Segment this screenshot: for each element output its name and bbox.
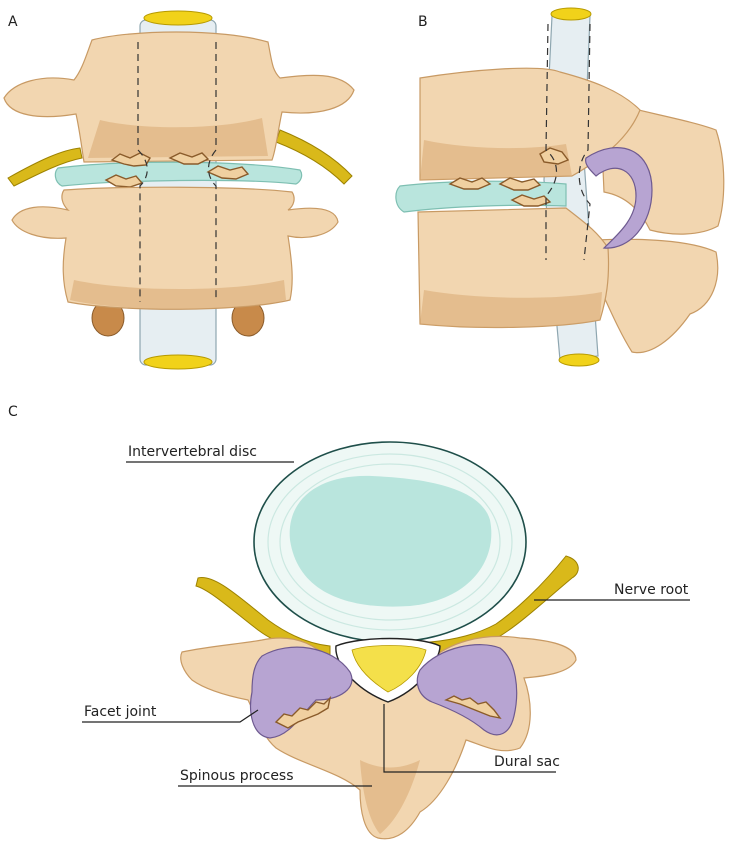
panel-a-letter: A <box>8 14 18 30</box>
label-facet-joint: Facet joint <box>84 704 157 720</box>
facet-joint-b <box>585 147 653 249</box>
nerve-root-right-a <box>275 129 353 185</box>
nerve-root-left-a <box>7 147 83 187</box>
bone-spur-a3 <box>206 165 250 180</box>
panel-c-letter: C <box>8 404 18 420</box>
canal-outline-right-a <box>207 42 217 302</box>
leader-dural-sac <box>383 704 556 773</box>
bone-spur-b3 <box>539 147 570 165</box>
canal-outline-right-b <box>578 23 591 261</box>
cord-cap-top-a <box>143 10 213 26</box>
cord-cap-bottom-a <box>143 354 213 370</box>
spinous-shade-c <box>360 760 420 834</box>
lower-vertebra-shade-a <box>70 280 286 309</box>
nerve-roots-in-sac-c <box>351 645 427 693</box>
panel-c-axial-view: C Intervertebral disc Nerve root Facet j… <box>8 404 690 840</box>
lower-vertebra-a <box>11 186 339 310</box>
nerve-root-left-c <box>195 577 331 657</box>
label-nerve-root: Nerve root <box>614 582 689 598</box>
panel-a-front-view: A <box>3 10 355 370</box>
panel-b-letter: B <box>418 14 428 30</box>
upper-vertebra-shade-a <box>88 118 268 158</box>
label-dural-sac: Dural sac <box>494 754 560 770</box>
facet-spur-left-c <box>274 695 332 729</box>
bone-spur-b2 <box>498 177 542 191</box>
upper-vertebra-a <box>3 31 355 163</box>
bone-spur-a2 <box>168 152 210 165</box>
bone-spur-b4 <box>510 194 552 207</box>
label-intervertebral-disc: Intervertebral disc <box>128 444 257 460</box>
bone-spur-a1 <box>110 152 151 167</box>
cord-cap-top-b <box>550 7 592 21</box>
canal-outline-left-b <box>545 23 558 260</box>
label-spinous-process: Spinous process <box>180 768 294 784</box>
bone-spur-a4 <box>104 174 144 188</box>
disc-ring-1-c <box>267 453 513 631</box>
cord-cap-bottom-b <box>558 353 600 367</box>
nucleus-c <box>289 475 492 607</box>
canal-outline-left-a <box>137 42 148 302</box>
lower-vertebra-shade-b <box>420 290 602 328</box>
disc-ring-2-c <box>279 463 501 621</box>
upper-vertebra-shade-b <box>420 140 572 180</box>
leader-facet-joint <box>82 709 259 723</box>
panel-b-side-view: B <box>395 7 725 367</box>
posterior-process-lower-b <box>595 238 719 354</box>
facet-spur-right-c <box>444 695 502 720</box>
bone-spur-b1 <box>448 177 492 190</box>
